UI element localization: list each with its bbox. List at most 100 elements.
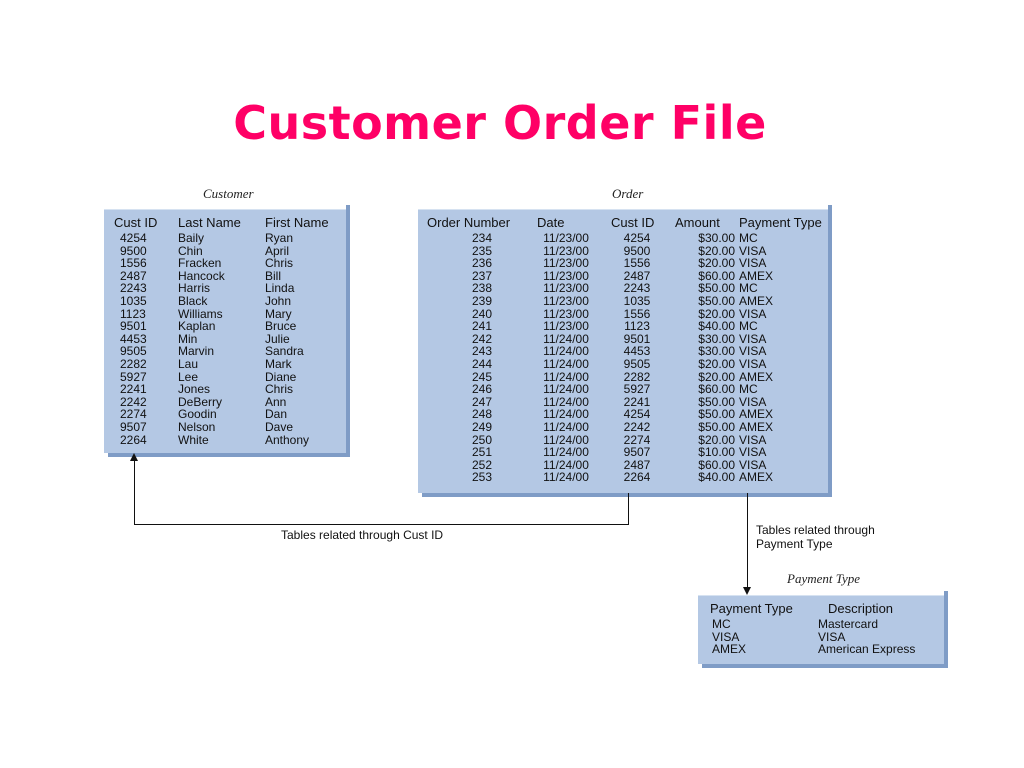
- table-cell: VISA: [739, 256, 767, 271]
- arrow-up-icon: [130, 453, 138, 461]
- table-cell: 4453: [623, 344, 651, 359]
- table-cell: 247: [471, 394, 493, 409]
- table-cell: 2264: [623, 470, 651, 485]
- table-cell: Diane: [265, 369, 297, 384]
- payment-type-connector: [747, 493, 748, 588]
- customer-table-caption: Customer: [203, 186, 254, 201]
- table-cell: $50.00: [698, 293, 735, 308]
- table-cell: 239: [471, 293, 493, 308]
- table-cell: 11/23/00: [543, 243, 589, 258]
- table-cell: 2243: [623, 281, 651, 296]
- table-cell: $20.00: [698, 243, 735, 258]
- table-cell: Hancock: [178, 268, 225, 283]
- table-cell: 9505: [120, 344, 147, 359]
- table-cell: 11/24/00: [543, 344, 589, 359]
- table-cell: 9501: [120, 319, 147, 334]
- table-cell: 1123: [120, 306, 146, 321]
- table-cell: 234: [471, 231, 493, 245]
- table-cell: 9507: [120, 419, 147, 434]
- table-cell: 249: [471, 419, 493, 434]
- table-cell: Fracken: [178, 256, 222, 271]
- table-cell: AMEX: [739, 369, 774, 384]
- table-cell: 9500: [623, 243, 651, 258]
- table-cell: Lee: [178, 369, 199, 384]
- table-cell: Chris: [265, 382, 294, 397]
- table-cell: VISA: [739, 331, 767, 346]
- table-cell: 241: [471, 319, 493, 334]
- table-cell: $30.00: [698, 231, 735, 245]
- table-cell: 2241: [623, 394, 651, 409]
- table-cell: 11/24/00: [543, 407, 589, 422]
- table-cell: MC: [712, 617, 731, 631]
- table-cell: Harris: [178, 281, 210, 296]
- arrow-down-icon: [743, 587, 751, 595]
- table-cell: 5927: [120, 369, 147, 384]
- table-cell: 251: [471, 445, 493, 460]
- order-table: Order Number Date Cust ID Amount Payment…: [427, 212, 823, 484]
- table-cell: AMEX: [739, 470, 774, 485]
- page-title: Customer Order File: [233, 96, 767, 150]
- table-cell: 11/23/00: [543, 306, 589, 321]
- table-cell: 4254: [120, 231, 147, 245]
- table-cell: $60.00: [698, 268, 735, 283]
- table-cell: 1556: [120, 256, 147, 271]
- table-cell: VISA: [739, 457, 767, 472]
- table-cell: 11/24/00: [543, 470, 589, 485]
- payment-col-payment-type: Payment Type: [710, 600, 793, 616]
- table-cell: 9500: [120, 243, 147, 258]
- table-cell: MC: [739, 382, 758, 397]
- table-cell: Ryan: [265, 231, 294, 245]
- table-cell: $50.00: [698, 394, 735, 409]
- table-cell: Chris: [265, 256, 294, 271]
- cust-id-connector-left: [134, 460, 135, 524]
- table-cell: 2282: [120, 356, 147, 371]
- table-cell: 250: [471, 432, 493, 447]
- table-cell: Mary: [265, 306, 292, 321]
- table-cell: 244: [471, 356, 493, 371]
- table-cell: 1556: [623, 256, 651, 271]
- payment-relation-label-line2: Payment Type: [756, 537, 833, 551]
- table-cell: Julie: [265, 331, 290, 346]
- table-cell: 2282: [623, 369, 651, 384]
- table-cell: Jones: [178, 382, 211, 397]
- table-cell: AMEX: [739, 407, 774, 422]
- table-cell: 11/24/00: [543, 369, 589, 384]
- table-cell: 9501: [623, 331, 651, 346]
- table-cell: AMEX: [739, 268, 774, 283]
- table-cell: 2243: [120, 281, 147, 296]
- table-cell: 11/23/00: [543, 231, 589, 245]
- table-cell: Dave: [265, 419, 294, 434]
- table-cell: 11/23/00: [543, 319, 589, 334]
- table-cell: 11/23/00: [543, 293, 589, 308]
- table-cell: VISA: [739, 394, 767, 409]
- table-cell: 238: [471, 281, 493, 296]
- table-cell: 2274: [120, 407, 147, 422]
- payment-relation-label-line1: Tables related through: [756, 523, 875, 537]
- table-cell: MC: [739, 319, 758, 334]
- table-cell: VISA: [739, 432, 767, 447]
- table-cell: 9505: [623, 356, 651, 371]
- table-cell: April: [265, 243, 290, 258]
- customer-header-row: Cust ID Last Name First Name: [114, 212, 338, 232]
- table-cell: MC: [739, 231, 758, 245]
- table-cell: VISA: [739, 306, 767, 321]
- customer-col-cust-id: Cust ID: [114, 214, 158, 230]
- table-cell: 11/24/00: [543, 445, 589, 460]
